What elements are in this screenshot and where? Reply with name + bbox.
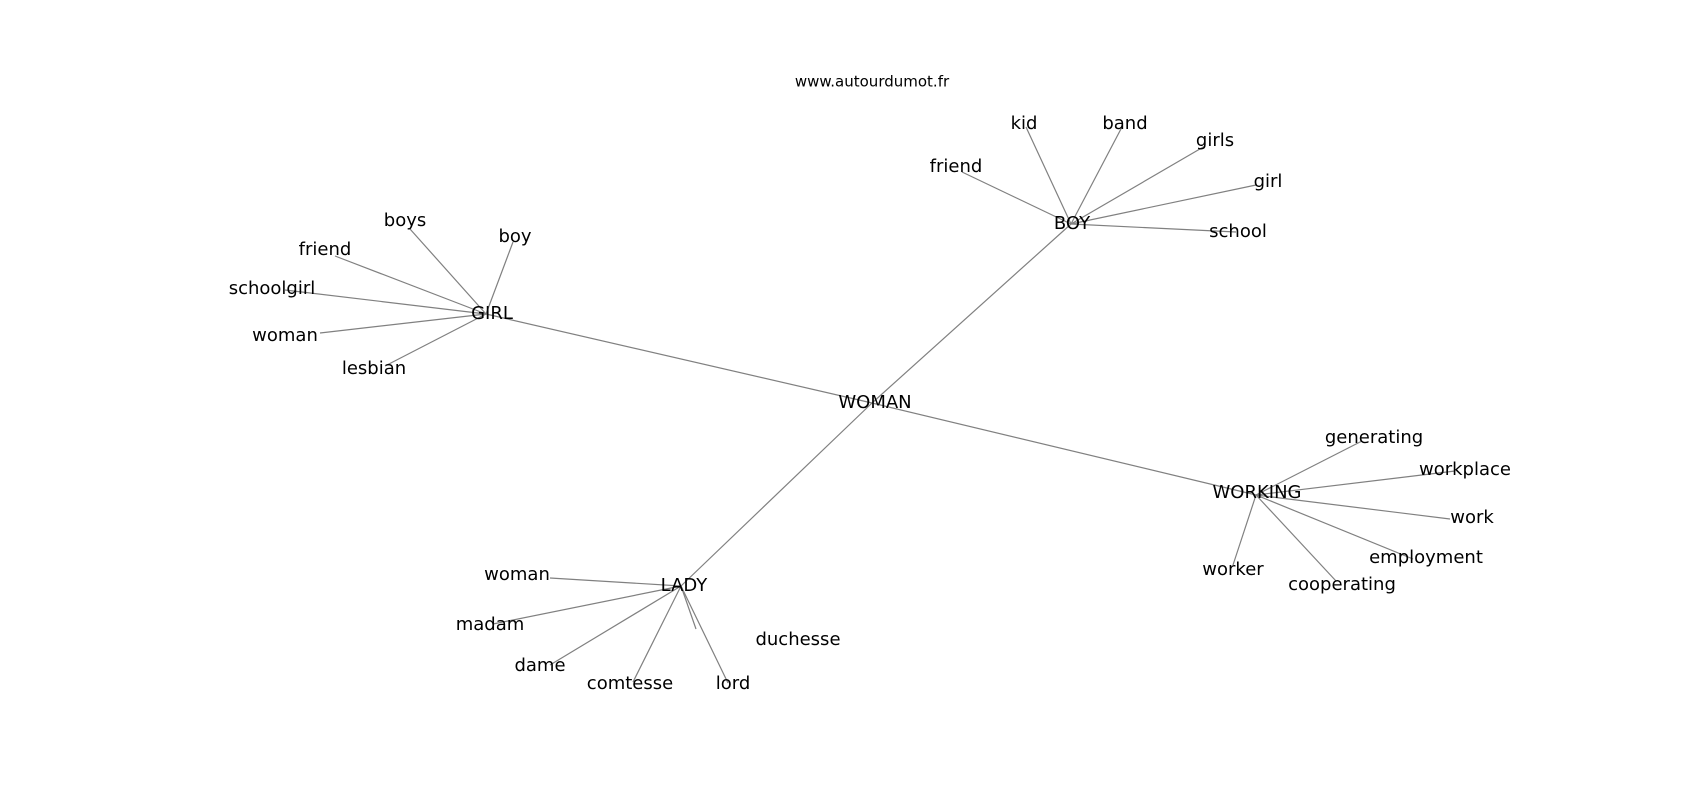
node-leaf-working-worker[interactable]: worker [1202, 559, 1264, 580]
node-leaf-boy-girls[interactable]: girls [1196, 130, 1234, 151]
node-leaf-girl-schoolgirl[interactable]: schoolgirl [229, 278, 316, 299]
node-leaf-lady-duchesse[interactable]: duchesse [755, 629, 840, 650]
node-root-woman[interactable]: WOMAN [838, 392, 911, 413]
node-leaf-working-employment[interactable]: employment [1369, 547, 1483, 568]
edge-girl-woman [319, 313, 487, 334]
node-leaf-girl-boys[interactable]: boys [384, 210, 426, 231]
edge-woman-lady [680, 402, 873, 587]
edge-working-generating [1255, 440, 1363, 496]
edge-boy-girl [1070, 184, 1257, 225]
node-leaf-girl-boy[interactable]: boy [498, 226, 531, 247]
edge-girl-boys [409, 228, 487, 315]
edge-boy-girls [1070, 145, 1206, 225]
node-leaf-lady-lord[interactable]: lord [716, 673, 751, 694]
edge-working-worker [1232, 494, 1257, 566]
node-leaf-lady-comtesse[interactable]: comtesse [587, 673, 673, 694]
edge-lady-duchesse [680, 585, 697, 630]
node-leaf-boy-school[interactable]: school [1209, 221, 1267, 242]
node-leaf-girl-lesbian[interactable]: lesbian [342, 358, 406, 379]
edge-boy-band [1070, 126, 1123, 225]
edge-girl-friend [334, 255, 487, 315]
node-leaf-working-workplace[interactable]: workplace [1419, 459, 1511, 480]
node-leaf-boy-band[interactable]: band [1102, 113, 1147, 134]
edge-working-workplace [1255, 470, 1456, 496]
node-hub-working[interactable]: WORKING [1213, 482, 1302, 503]
site-title: www.autourdumot.fr [795, 73, 950, 91]
edge-girl-schoolgirl [284, 289, 487, 315]
node-leaf-lady-madam[interactable]: madam [456, 614, 525, 635]
node-leaf-lady-dame[interactable]: dame [514, 655, 565, 676]
edge-working-work [1255, 494, 1451, 520]
edge-girl-lesbian [384, 313, 487, 367]
edge-working-employment [1255, 494, 1414, 560]
node-hub-lady[interactable]: LADY [661, 575, 709, 596]
edge-working-cooperating [1255, 494, 1337, 582]
edge-lady-lord [680, 585, 729, 684]
edge-boy-kid [1025, 126, 1072, 225]
node-hub-girl[interactable]: GIRL [471, 303, 513, 324]
edge-lady-dame [549, 585, 682, 666]
edge-woman-boy [871, 223, 1072, 404]
node-hub-boy[interactable]: BOY [1054, 213, 1091, 234]
edge-lady-comtesse [632, 585, 682, 683]
node-leaf-boy-friend[interactable]: friend [930, 156, 983, 177]
node-leaf-lady-woman[interactable]: woman [484, 564, 550, 585]
edge-woman-girl [485, 313, 873, 404]
node-leaf-working-cooperating[interactable]: cooperating [1288, 574, 1396, 595]
edge-girl-boy [485, 241, 514, 315]
node-leaf-girl-woman[interactable]: woman [252, 325, 318, 346]
edge-lady-woman [549, 577, 682, 587]
edge-boy-school [1070, 223, 1237, 233]
edge-woman-working [871, 402, 1257, 496]
node-leaf-boy-kid[interactable]: kid [1011, 113, 1038, 134]
labels-layer: WOMAN BOY friend kid band girls girl schoolGIRL… [229, 113, 1511, 694]
node-leaf-working-work[interactable]: work [1450, 507, 1494, 528]
node-leaf-boy-girl[interactable]: girl [1254, 171, 1283, 192]
node-leaf-working-generating[interactable]: generating [1325, 427, 1423, 448]
node-leaf-girl-friend[interactable]: friend [299, 239, 352, 260]
edge-boy-friend [961, 171, 1072, 225]
edges-layer [284, 126, 1456, 684]
edge-lady-madam [492, 585, 682, 625]
